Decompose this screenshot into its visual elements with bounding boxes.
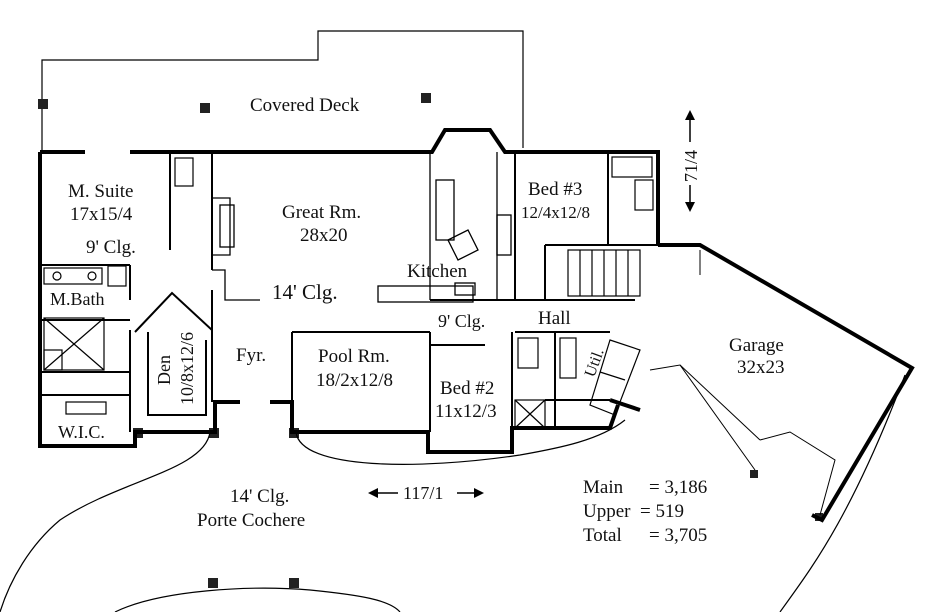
porte-cochere-ceiling: 14' Clg. <box>230 486 289 507</box>
area-summary: Main = 3,186 Upper = 519 Total = 3,705 <box>583 477 707 546</box>
pool-room-size: 18/2x12/8 <box>316 370 393 391</box>
pool-room-label: Pool Rm. <box>318 346 390 367</box>
garage-size: 32x23 <box>737 357 785 378</box>
area-upper-label: Upper <box>583 501 631 522</box>
bed2-label: Bed #2 <box>440 378 494 399</box>
bed3-label: Bed #3 <box>528 179 582 200</box>
stairs <box>567 249 641 297</box>
garage-door-lines <box>649 250 836 516</box>
depth-dimension-label: 71/4 <box>681 150 701 182</box>
width-dimension-label: 117/1 <box>403 483 443 503</box>
area-main-value: = 3,186 <box>649 477 707 498</box>
m-suite-ceiling: 9' Clg. <box>86 237 136 258</box>
kitchen-fixtures <box>377 152 512 303</box>
area-total-label: Total <box>583 525 622 546</box>
great-room-label: Great Rm. <box>282 202 361 223</box>
wic-label: W.I.C. <box>58 422 105 442</box>
m-bath-label: M.Bath <box>50 289 105 309</box>
den-size: 10/8x12/6 <box>177 332 197 405</box>
hall-ceiling: 9' Clg. <box>438 311 485 331</box>
bed3-size: 12/4x12/8 <box>521 203 590 222</box>
bath-fixtures <box>43 156 654 429</box>
fireplace <box>212 197 260 301</box>
util-label: Util. <box>582 346 608 379</box>
garage-label: Garage <box>729 335 784 356</box>
utility-fixtures <box>589 339 641 416</box>
m-suite-label: M. Suite <box>68 181 133 202</box>
covered-deck-outline <box>41 30 524 150</box>
great-room-size: 28x20 <box>300 225 348 246</box>
area-upper-value: = 519 <box>640 501 684 522</box>
driveway-curves <box>0 374 906 612</box>
interior-walls <box>40 152 658 432</box>
area-total-value: = 3,705 <box>649 525 707 546</box>
hall-label: Hall <box>538 308 571 329</box>
kitchen-label: Kitchen <box>407 261 468 282</box>
great-room-ceiling: 14' Clg. <box>272 280 338 304</box>
m-suite-size: 17x15/4 <box>70 204 133 225</box>
depth-dimension: 71/4 <box>681 110 701 212</box>
width-dimension: 117/1 <box>368 483 484 503</box>
covered-deck-label: Covered Deck <box>250 95 360 116</box>
area-main-label: Main <box>583 477 624 498</box>
exterior-walls <box>38 128 915 523</box>
den-label: Den <box>154 355 174 385</box>
bed2-size: 11x12/3 <box>435 401 497 422</box>
porte-cochere-label: Porte Cochere <box>197 510 305 531</box>
foyer-label: Fyr. <box>236 345 266 366</box>
